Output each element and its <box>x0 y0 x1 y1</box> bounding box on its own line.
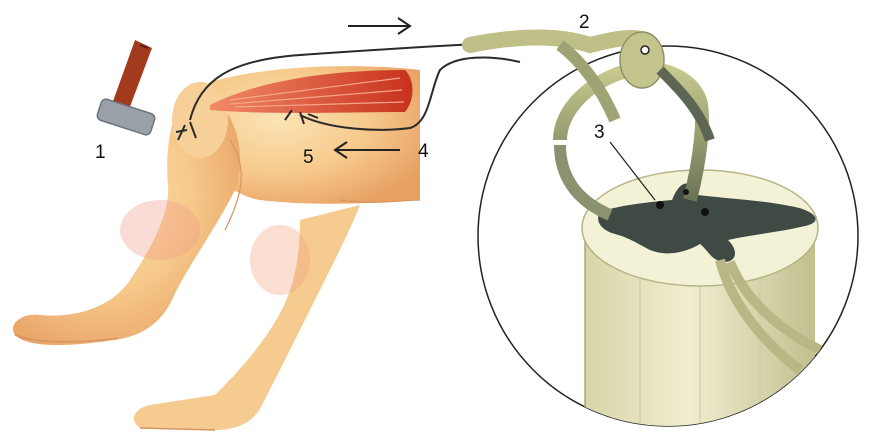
arrow-right-icon <box>348 18 410 34</box>
knee <box>172 82 228 158</box>
interneuron-cell <box>656 201 664 209</box>
leg <box>13 66 420 430</box>
label-motor-neuron: 4 <box>418 141 429 162</box>
skin-shading-2 <box>250 225 310 295</box>
label-effector-muscle: 5 <box>303 147 314 168</box>
skin-shading <box>120 200 200 260</box>
reflex-hammer-icon <box>96 40 156 136</box>
label-sensory-ganglion: 2 <box>579 12 590 33</box>
motor-neuron-cell-2 <box>683 189 689 195</box>
label-hammer: 1 <box>95 142 106 163</box>
motor-neuron-cell <box>701 208 709 216</box>
label-interneuron: 3 <box>594 122 605 143</box>
